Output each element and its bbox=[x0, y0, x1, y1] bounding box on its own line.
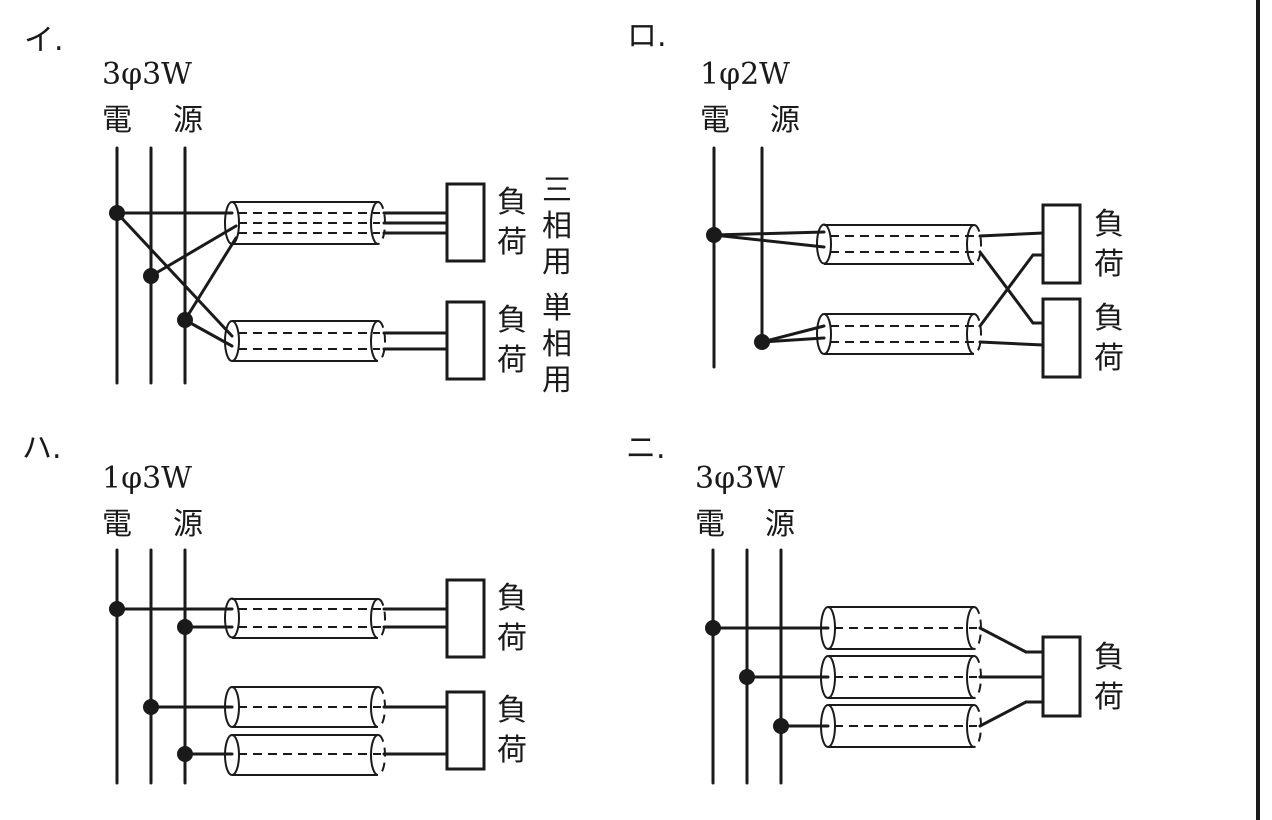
panel-i-wire bbox=[149, 224, 238, 278]
panel-ha-junction bbox=[109, 601, 125, 617]
panel-i-cable-2-core bbox=[224, 320, 386, 362]
panel-ro-load-1-char-1: 負 bbox=[1094, 207, 1124, 242]
panel-ha-load-2-char-2: 荷 bbox=[497, 733, 527, 768]
panel-ha-label: ハ. bbox=[22, 431, 62, 466]
panel-ha-source-char-1: 電 bbox=[102, 507, 132, 542]
panel-i-load-1-usage-2: 相 bbox=[542, 209, 572, 244]
panel-i-load-box-2 bbox=[445, 300, 486, 381]
panel-ro-load-2-char-2: 荷 bbox=[1094, 341, 1124, 376]
panel-i-load-1-char-2: 荷 bbox=[497, 225, 527, 260]
panel-ro-load-box-2 bbox=[1041, 297, 1082, 379]
panel-i-load-1-char-1: 負 bbox=[497, 185, 527, 220]
panel-ni-junction bbox=[739, 669, 755, 685]
panel-ro-load-1-char-2: 荷 bbox=[1094, 247, 1124, 282]
panel-ni-wire bbox=[978, 700, 1028, 728]
panel-ha-load-box-2 bbox=[445, 690, 486, 771]
panel-ro: ロ. 1φ2W 電 源 bbox=[627, 19, 1124, 379]
panel-ni-cable-1 bbox=[820, 606, 982, 650]
panel-ha-cable-3 bbox=[224, 734, 386, 776]
panel-ha-junction bbox=[143, 699, 159, 715]
panel-i-load-box-1 bbox=[445, 182, 486, 263]
panel-ro-source-char-2: 源 bbox=[770, 103, 800, 138]
panel-i-load-2-usage-2: 相 bbox=[542, 327, 572, 362]
panel-ro-load-2-char-1: 負 bbox=[1094, 301, 1124, 336]
panel-i-source-char-2: 源 bbox=[173, 103, 203, 138]
panel-ro-wire bbox=[978, 231, 1045, 238]
panel-ro-wire bbox=[978, 340, 1045, 347]
panel-i-source-char-1: 電 bbox=[102, 103, 132, 138]
panel-ro-label: ロ. bbox=[627, 19, 667, 54]
panel-i-wire bbox=[115, 211, 234, 338]
panel-ro-cable-1 bbox=[816, 223, 982, 265]
panel-ni-load-char-1: 負 bbox=[1094, 640, 1124, 675]
panel-ni: ニ. 3φ3W 電 源 bbox=[626, 431, 1124, 785]
panel-ha-source-char-2: 源 bbox=[173, 507, 203, 542]
panel-i-load-1-usage-3: 用 bbox=[542, 245, 572, 280]
panel-ro-wire bbox=[760, 324, 826, 344]
panel-ro-wire bbox=[978, 250, 1035, 325]
panel-i-load-2-char-2: 荷 bbox=[497, 343, 527, 378]
panel-ni-cable-2 bbox=[820, 655, 982, 699]
panel-i-junction bbox=[177, 312, 193, 328]
panel-ha-load-1-char-1: 負 bbox=[497, 581, 527, 616]
panel-i: イ. 3φ3W 電 源 bbox=[24, 23, 572, 398]
panel-ni-source-char-1: 電 bbox=[695, 507, 725, 542]
panel-ni-junction bbox=[705, 620, 721, 636]
panel-ro-wire bbox=[712, 230, 826, 237]
panel-ro-junction bbox=[754, 334, 770, 350]
panel-i-load-2-char-1: 負 bbox=[497, 303, 527, 338]
panel-ha: ハ. 1φ3W 電 源 bbox=[22, 431, 527, 785]
panel-ha-junction bbox=[177, 619, 193, 635]
panel-ni-cable-3 bbox=[820, 704, 982, 748]
panel-ro-wire bbox=[712, 233, 826, 249]
panel-i-junction bbox=[109, 205, 125, 221]
panel-ni-junction bbox=[773, 718, 789, 734]
panel-ro-source-char-1: 電 bbox=[700, 103, 730, 138]
panel-ro-wire bbox=[978, 253, 1035, 328]
panel-i-label: イ. bbox=[24, 23, 64, 58]
panel-ha-load-1-char-2: 荷 bbox=[497, 621, 527, 656]
panel-i-system: 3φ3W bbox=[102, 57, 192, 92]
panel-i-wire bbox=[183, 236, 238, 322]
panel-i-junction bbox=[143, 268, 159, 284]
panel-ni-label: ニ. bbox=[626, 431, 666, 466]
panel-ro-wire bbox=[760, 336, 826, 344]
panel-i-cable-3-core bbox=[224, 201, 386, 245]
panel-ro-junction bbox=[706, 227, 722, 243]
panel-ro-load-box-1 bbox=[1041, 203, 1082, 285]
panel-ro-cable-2 bbox=[816, 313, 982, 355]
panel-ni-load-box bbox=[1041, 635, 1082, 718]
panel-i-load-1-usage-1: 三 bbox=[542, 173, 572, 208]
panel-ha-load-2-char-1: 負 bbox=[497, 693, 527, 728]
panel-i-load-2-usage-1: 単 bbox=[542, 291, 572, 326]
panel-ha-cable-2 bbox=[224, 686, 386, 728]
panel-ro-system: 1φ2W bbox=[700, 57, 790, 92]
panel-i-load-2-usage-3: 用 bbox=[542, 363, 572, 398]
panel-ha-cable-1 bbox=[224, 597, 386, 639]
panel-ha-load-box-1 bbox=[445, 578, 486, 659]
panel-ha-system: 1φ3W bbox=[102, 461, 192, 496]
panel-ni-source-char-2: 源 bbox=[765, 507, 795, 542]
panel-ni-load-char-2: 荷 bbox=[1094, 680, 1124, 715]
panel-ha-junction bbox=[177, 746, 193, 762]
panel-ni-wire bbox=[978, 626, 1028, 654]
panel-ni-system: 3φ3W bbox=[695, 461, 785, 496]
